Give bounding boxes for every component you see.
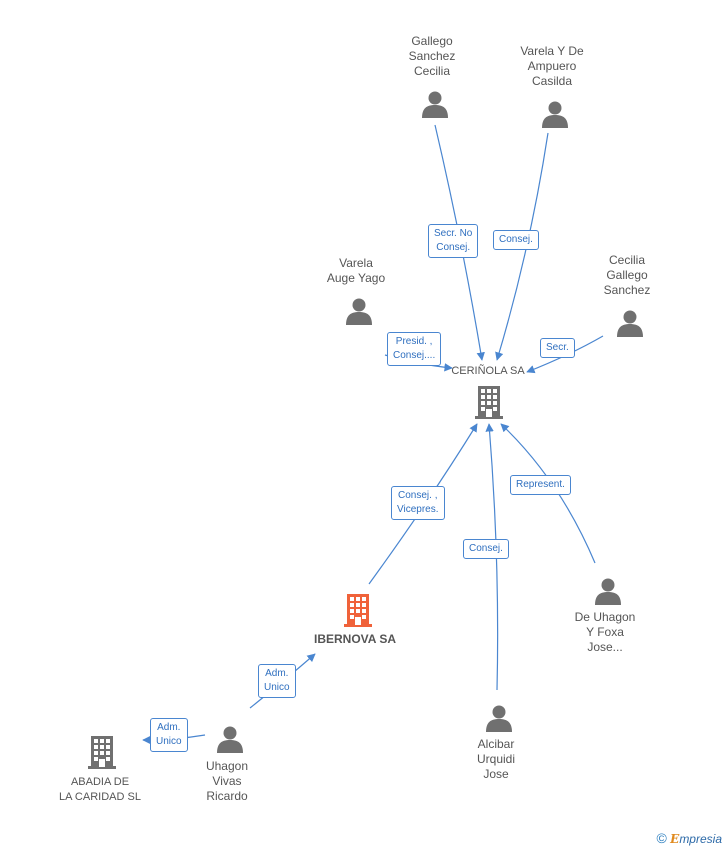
- edge-label-represent[interactable]: Represent.: [510, 475, 571, 495]
- node-cecilia-gallego-sanchez[interactable]: Cecilia Gallego Sanchez: [603, 253, 651, 297]
- empresia-logo: © Empresia: [656, 830, 722, 846]
- person-icon[interactable]: [595, 578, 621, 606]
- person-icon[interactable]: [542, 101, 568, 129]
- person-icon[interactable]: [617, 310, 643, 338]
- edge-label-adm-unico-ibernova[interactable]: Adm. Unico: [258, 664, 296, 698]
- person-icon[interactable]: [217, 726, 243, 754]
- edge-label-consej-vicepres[interactable]: Consej. , Vicepres.: [391, 486, 445, 520]
- building-icon[interactable]: [344, 594, 372, 627]
- node-varela-auge-yago[interactable]: Varela Auge Yago: [326, 256, 386, 285]
- node-abadia-de-la-caridad-sl[interactable]: ABADIA DE LA CARIDAD SL: [59, 776, 141, 803]
- edge-label-adm-unico-abadia[interactable]: Adm. Unico: [150, 718, 188, 752]
- node-ibernova-sa[interactable]: IBERNOVA SA: [313, 632, 396, 646]
- building-icon[interactable]: [475, 386, 503, 419]
- node-cerinola-sa[interactable]: CERIÑOLA SA: [451, 365, 525, 377]
- node-uhagon-vivas-ricardo[interactable]: Uhagon Vivas Ricardo: [205, 759, 249, 803]
- node-de-uhagon-y-foxa-jose[interactable]: De Uhagon Y Foxa Jose...: [574, 610, 636, 654]
- person-icon[interactable]: [346, 298, 372, 326]
- person-icon[interactable]: [486, 705, 512, 733]
- edge-label-presid-consej[interactable]: Presid. , Consej....: [387, 332, 442, 366]
- person-icon[interactable]: [422, 91, 448, 119]
- node-alcibar-urquidi-jose[interactable]: Alcibar Urquidi Jose: [476, 737, 515, 781]
- edge-label-secr-no-consej[interactable]: Secr. No Consej.: [428, 224, 479, 258]
- edge-label-secr[interactable]: Secr.: [540, 338, 575, 358]
- building-icon[interactable]: [88, 736, 116, 769]
- copyright-icon: ©: [656, 830, 667, 846]
- edge-label-consej-alcibar[interactable]: Consej.: [463, 539, 509, 559]
- node-varela-y-de-ampuero-casilda[interactable]: Varela Y De Ampuero Casilda: [520, 44, 584, 88]
- edge-label-consej[interactable]: Consej.: [493, 230, 539, 250]
- node-gallego-sanchez-cecilia[interactable]: Gallego Sanchez Cecilia: [408, 34, 456, 78]
